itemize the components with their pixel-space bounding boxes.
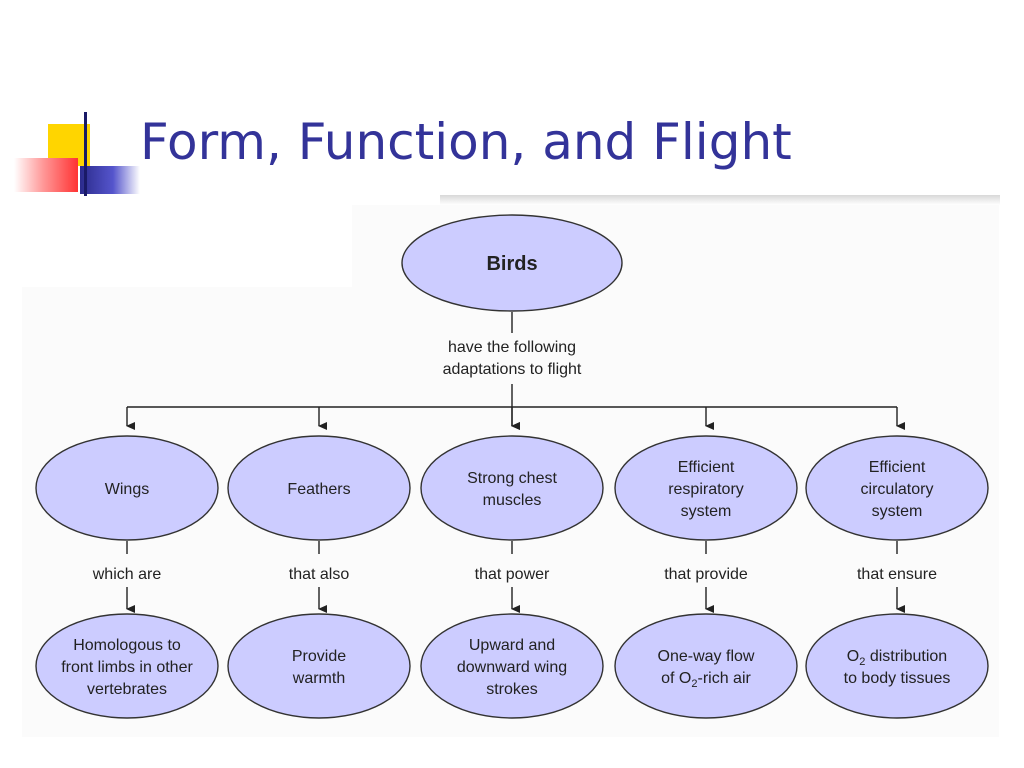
branch-link-label: which are	[92, 566, 162, 583]
branch-node-label: circulatory	[861, 481, 934, 498]
root-link-label: have the following	[448, 339, 576, 356]
logo-vertical-line	[84, 112, 87, 196]
leaf-node-label-part: 2	[859, 656, 865, 668]
branch-node-label: Feathers	[287, 481, 350, 498]
branch-node-label: system	[681, 503, 732, 520]
branch-node	[227, 435, 411, 541]
title-divider	[440, 195, 1000, 205]
leaf-node-label: One-way flow	[658, 648, 755, 665]
leaf-node	[35, 613, 219, 719]
logo-red-bar	[14, 158, 78, 192]
leaf-node-label: Homologous to	[73, 637, 181, 654]
slide-title: Form, Function, and Flight	[140, 113, 792, 171]
branch-node-label: muscles	[483, 492, 542, 509]
leaf-node-label: downward wing	[457, 659, 567, 676]
leaf-node-label-part: -rich air	[698, 670, 752, 687]
leaf-node-label: Upward and	[469, 637, 555, 654]
leaf-node-label: O2 distribution	[847, 648, 947, 668]
leaf-node-label: front limbs in other	[61, 659, 193, 676]
leaf-node-label-part: distribution	[865, 648, 947, 665]
branch-node-label: Strong chest	[467, 470, 557, 487]
branch-node	[805, 435, 989, 541]
branch-link-label: that ensure	[857, 566, 937, 583]
leaf-node	[805, 613, 989, 719]
leaf-node-label-part: Homologous to	[73, 637, 181, 654]
logo-blue-bar	[80, 166, 140, 194]
leaf-node-label: to body tissues	[844, 670, 951, 687]
leaf-node-label-part: downward wing	[457, 659, 567, 676]
leaf-node-label: strokes	[486, 681, 538, 698]
leaf-node-label-part: vertebrates	[87, 681, 167, 698]
branch-link-label: that also	[289, 566, 350, 583]
branch-node	[35, 435, 219, 541]
leaf-node-label-part: One-way flow	[658, 648, 755, 665]
leaf-node-label-part: of O	[661, 670, 691, 687]
leaf-node-label-part: 2	[691, 678, 697, 690]
leaf-node-label-part: to body tissues	[844, 670, 951, 687]
leaf-node-label-part: warmth	[292, 670, 345, 687]
leaf-node	[227, 613, 411, 719]
leaf-node-label: vertebrates	[87, 681, 167, 698]
branch-node	[420, 435, 604, 541]
branch-node-label: respiratory	[668, 481, 744, 498]
branch-node-label: Efficient	[869, 459, 926, 476]
branch-link-label: that provide	[664, 566, 748, 583]
branch-node-label: system	[872, 503, 923, 520]
root-node-label: Birds	[486, 253, 537, 275]
root-link-label: adaptations to flight	[443, 361, 582, 378]
leaf-node-label-part: O	[847, 648, 859, 665]
root-node	[401, 214, 623, 312]
leaf-node-label-part: front limbs in other	[61, 659, 193, 676]
slide-logo	[0, 0, 150, 210]
leaf-node-label-part: Upward and	[469, 637, 555, 654]
leaf-node-label-part: strokes	[486, 681, 538, 698]
leaf-node-label: of O2-rich air	[661, 670, 751, 690]
leaf-node	[420, 613, 604, 719]
leaf-node-label: warmth	[292, 670, 345, 687]
leaf-node-label: Provide	[292, 648, 346, 665]
branch-node-label: Efficient	[678, 459, 735, 476]
leaf-node-label-part: Provide	[292, 648, 346, 665]
branch-node-label: Wings	[105, 481, 149, 498]
branch-node	[614, 435, 798, 541]
branch-link-label: that power	[475, 566, 550, 583]
leaf-node	[614, 613, 798, 719]
